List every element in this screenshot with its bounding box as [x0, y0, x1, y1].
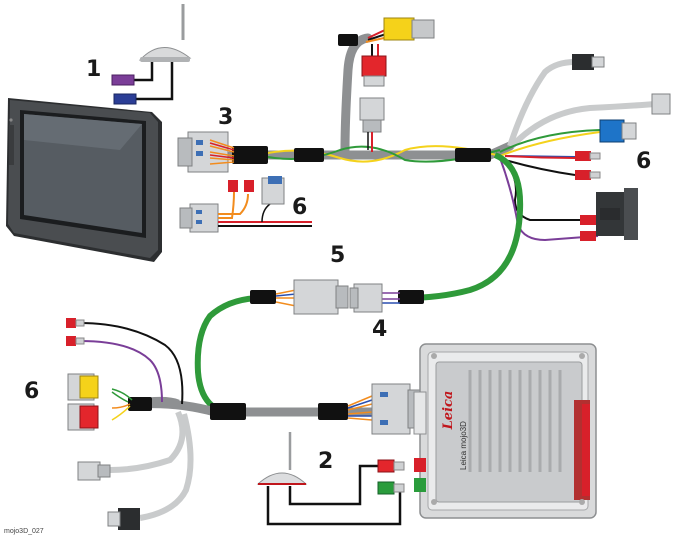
ecu-brand: Leica	[441, 391, 456, 431]
top-pigtail-connectors	[359, 17, 435, 152]
callout-6-left: 6	[24, 379, 39, 404]
callout-4: 4	[372, 317, 387, 342]
main-harness	[177, 33, 515, 173]
gps-antenna	[111, 4, 192, 105]
callout-6-display: 6	[292, 195, 307, 220]
callout-2: 2	[318, 449, 333, 474]
callout-1: 1	[86, 57, 101, 82]
mojo3d-control-unit: Leica Leica mojo3D	[413, 343, 597, 519]
green-cable	[194, 152, 524, 411]
bottom-harness	[66, 318, 421, 530]
display-aux-connectors	[179, 176, 312, 233]
display-unit	[6, 98, 162, 262]
figure-id: mojo3D_027	[4, 528, 44, 535]
callout-6-right: 6	[636, 149, 651, 174]
gps-antenna-2	[256, 432, 405, 526]
ecu-product-label: Leica mojo3D	[459, 421, 468, 470]
callout-3: 3	[218, 105, 233, 130]
callout-5: 5	[330, 243, 345, 268]
right-branch	[499, 54, 671, 242]
